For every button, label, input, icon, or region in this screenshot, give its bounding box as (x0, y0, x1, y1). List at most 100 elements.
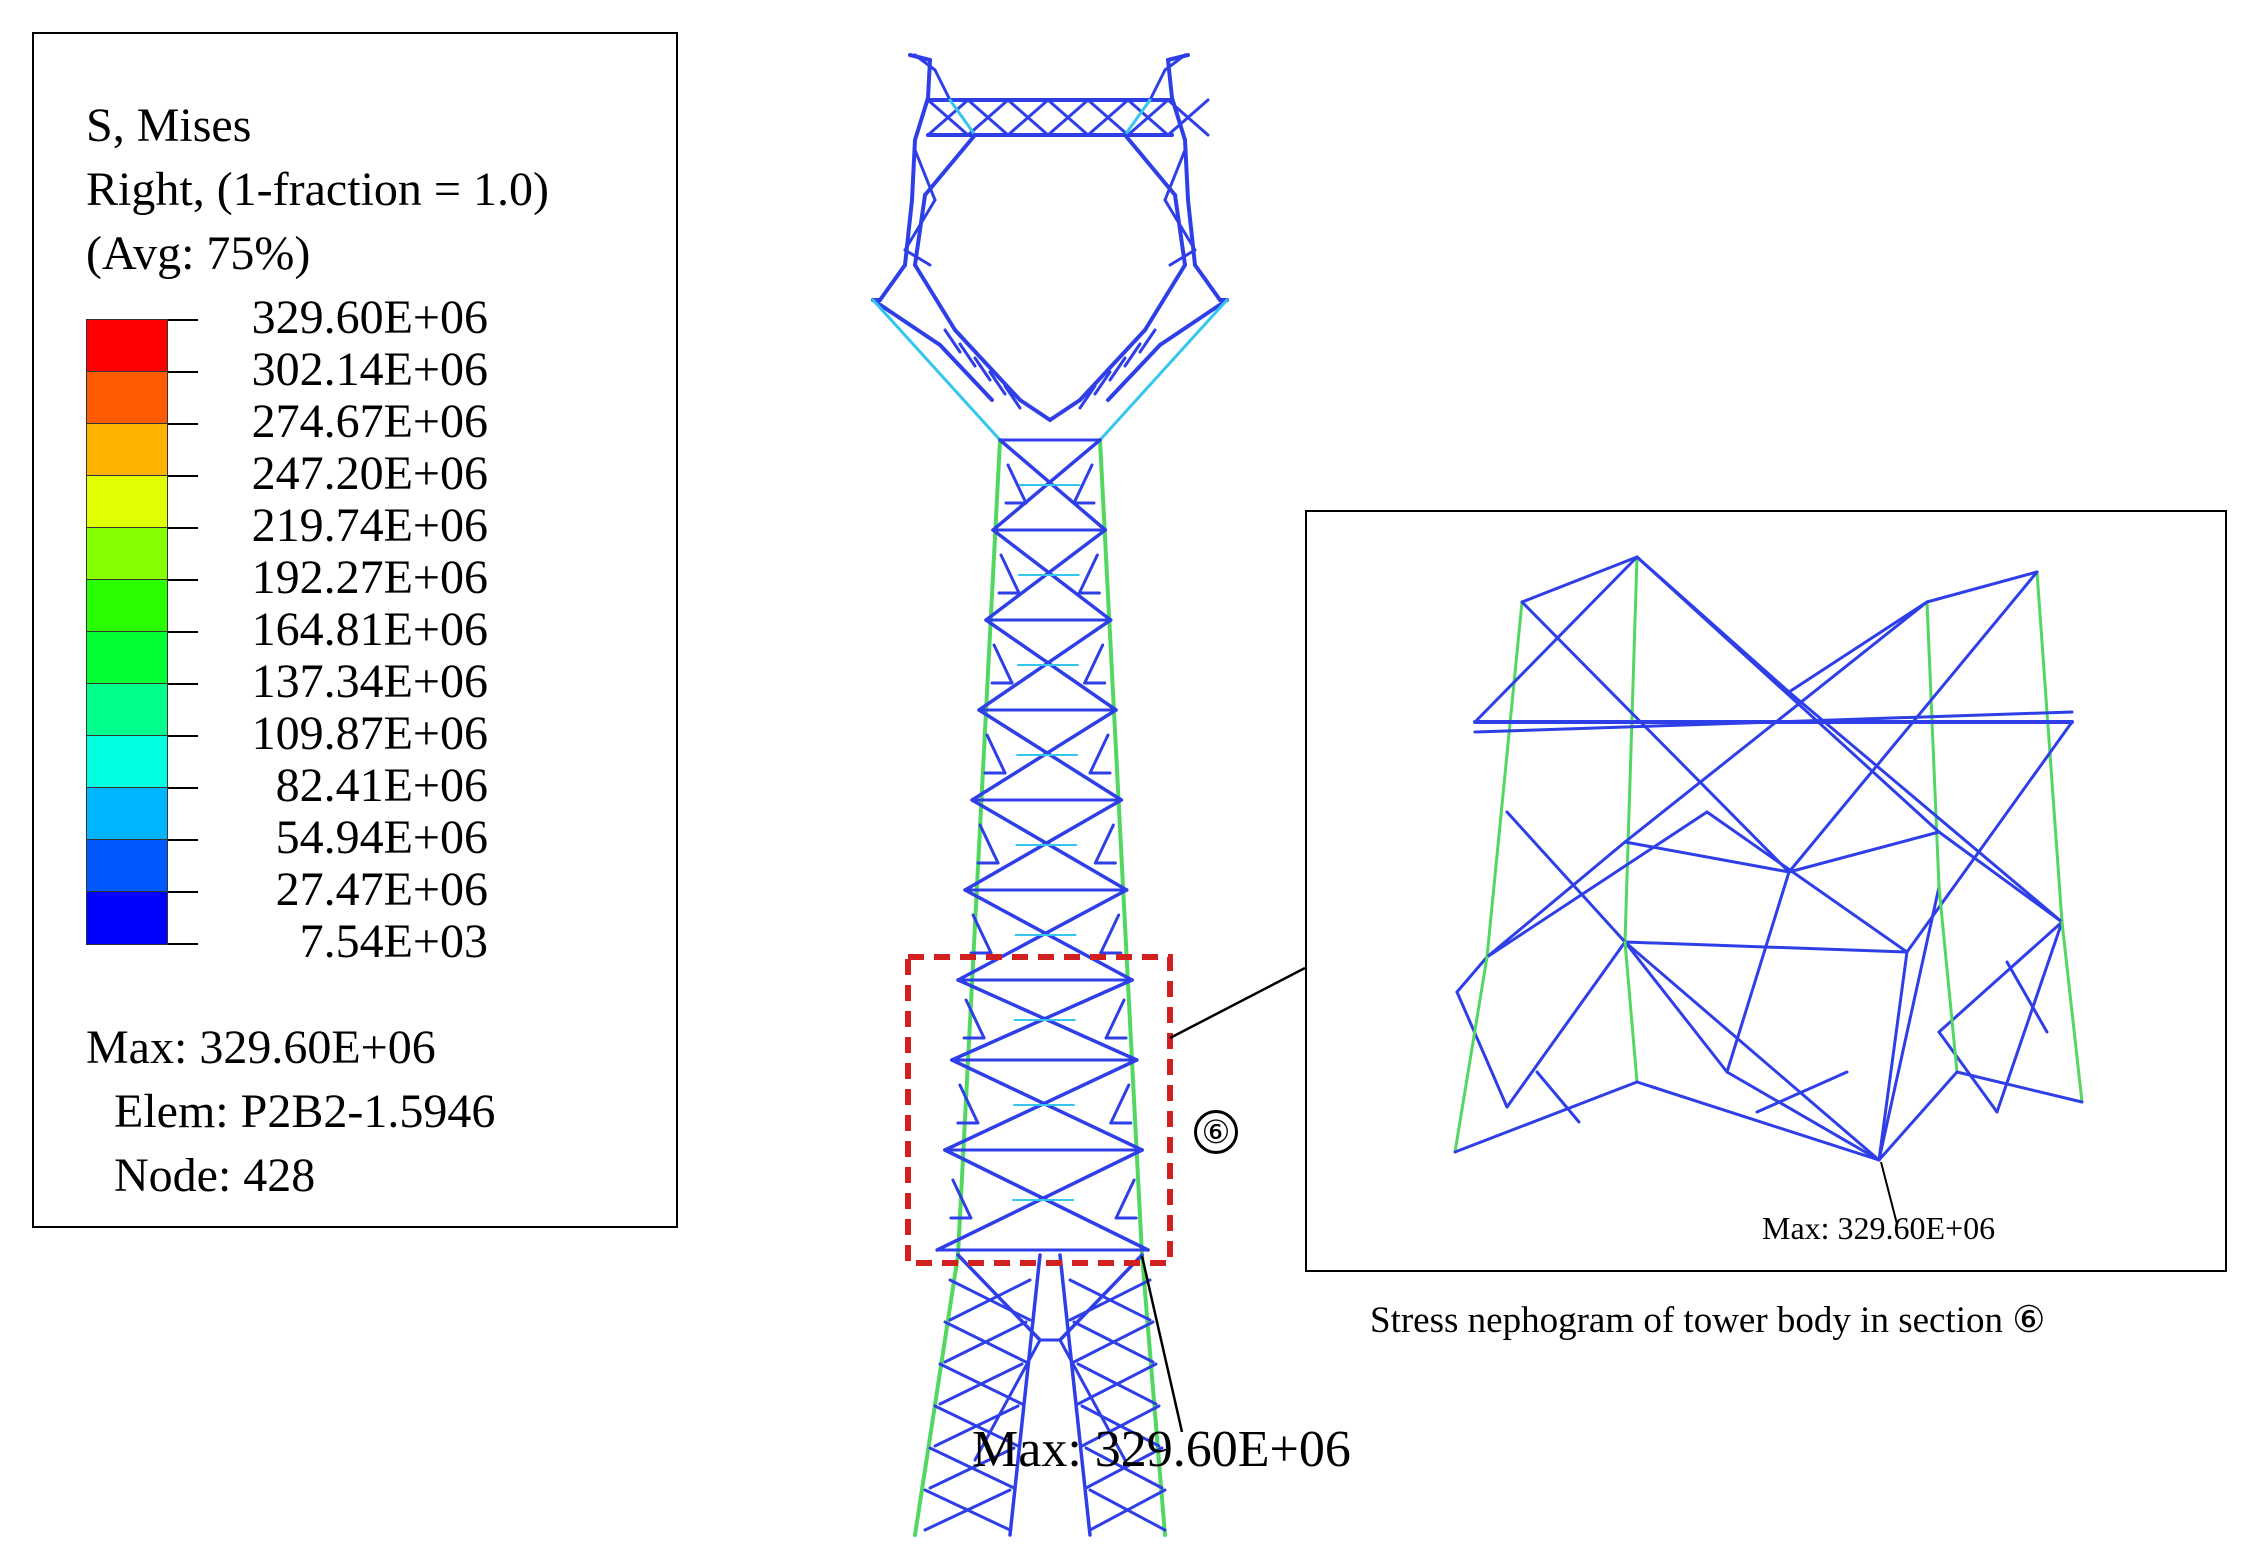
legend-level-label: 27.47E+06 (275, 863, 488, 916)
member-line (871, 298, 942, 347)
member-line (1093, 823, 1115, 865)
member-line (948, 1278, 1032, 1322)
member-line (1725, 870, 1791, 1074)
member-line (1080, 1404, 1161, 1448)
legend-level-label: 192.27E+06 (251, 551, 488, 604)
member-line (1473, 710, 2074, 734)
member-line (923, 133, 977, 197)
member-line (1163, 198, 1197, 252)
member-line (913, 263, 957, 332)
member-line (903, 198, 937, 252)
member-line (1705, 810, 1909, 954)
legend-tick (168, 683, 198, 685)
member-line (928, 1446, 1016, 1490)
max-leader-line (1140, 1255, 1184, 1433)
color-swatch (86, 735, 168, 788)
member-line (1520, 600, 1791, 874)
member-line (1455, 990, 1509, 1109)
member-line (999, 553, 1021, 595)
member-line (992, 643, 1014, 685)
member-line (951, 1178, 973, 1220)
member-line (1126, 98, 1170, 137)
member-line (1955, 1070, 2084, 1104)
inset-frame (1453, 555, 2084, 1162)
legend-subtitle-fraction: Right, (1-fraction = 1.0) (86, 163, 549, 216)
member-line (1877, 950, 1909, 1162)
legend-level-label: 54.94E+06 (275, 811, 488, 864)
member-line (1068, 1278, 1152, 1322)
member-line (1877, 1070, 1959, 1162)
legend-tick (168, 943, 198, 945)
member-line (1106, 343, 1162, 402)
color-swatch (86, 839, 168, 892)
inset-connector-line (1169, 966, 1306, 1040)
member-line (1485, 600, 1524, 959)
member-line (903, 248, 932, 267)
color-swatch (86, 683, 168, 736)
member-line (913, 193, 927, 267)
legend-level-label: 137.34E+06 (251, 655, 488, 708)
legend-subtitle-avg: (Avg: 75%) (86, 227, 311, 280)
legend-level-label: 247.20E+06 (251, 447, 488, 500)
member-line (948, 98, 977, 137)
member-line (956, 438, 1002, 1257)
legend-tick (168, 787, 198, 789)
member-line (958, 342, 977, 368)
color-scale (86, 319, 168, 945)
member-line (1072, 1320, 1155, 1364)
member-line (1109, 1083, 1131, 1125)
member-line (1143, 263, 1187, 332)
member-line (1058, 1338, 1127, 1462)
color-swatch (86, 527, 168, 580)
member-line (1725, 1070, 1881, 1162)
member-line (1138, 328, 1157, 354)
member-line (973, 356, 992, 382)
member-line (1623, 600, 1929, 844)
member-line (1505, 810, 1627, 944)
member-line (1148, 68, 1167, 102)
member-line (1084, 1446, 1164, 1490)
member-line (913, 148, 937, 202)
member-line (1093, 370, 1112, 396)
member-line (913, 53, 937, 72)
inset-caption: Stress nephogram of tower body in sectio… (1370, 1300, 2046, 1341)
member-line (1505, 940, 1627, 1109)
member-line (1925, 570, 2039, 604)
legend-max-node: Node: 428 (114, 1149, 316, 1202)
legend-tick (168, 527, 198, 529)
member-line (1925, 600, 1941, 889)
inset-section-view (1453, 555, 2084, 1225)
member-line (978, 823, 1000, 865)
member-line (988, 370, 1007, 396)
member-line (1453, 955, 1489, 1154)
legend-tick (168, 579, 198, 581)
member-line (1058, 1253, 1144, 1342)
legend-level-label: 109.87E+06 (251, 707, 488, 760)
member-line (1937, 1030, 1999, 1114)
legend-tick (168, 891, 198, 893)
member-line (1937, 830, 2064, 924)
member-line (1635, 1080, 1881, 1162)
member-line (985, 733, 1007, 775)
legend-level-label: 7.54E+03 (299, 915, 488, 968)
member-line (1453, 1080, 1639, 1154)
legend-level-label: 302.14E+06 (251, 343, 488, 396)
member-line (1193, 263, 1222, 302)
member-line (1787, 570, 2039, 874)
member-line (1937, 920, 2064, 1034)
legend-panel: S, Mises Right, (1-fraction = 1.0) (Avg:… (32, 32, 678, 1228)
member-line (1787, 600, 1929, 694)
legend-tick (168, 475, 198, 477)
member-line (953, 328, 1022, 402)
member-line (973, 1338, 1042, 1462)
member-line (1877, 885, 1941, 1162)
member-line (1937, 885, 1959, 1074)
section-inset-panel: Max: 329.60E+06 (1305, 510, 2227, 1272)
legend-tick (168, 631, 198, 633)
legend-max-value: Max: 329.60E+06 (86, 1021, 436, 1074)
member-line (913, 96, 930, 142)
member-line (1173, 193, 1187, 267)
member-line (1104, 998, 1126, 1040)
member-line (2035, 570, 2064, 924)
